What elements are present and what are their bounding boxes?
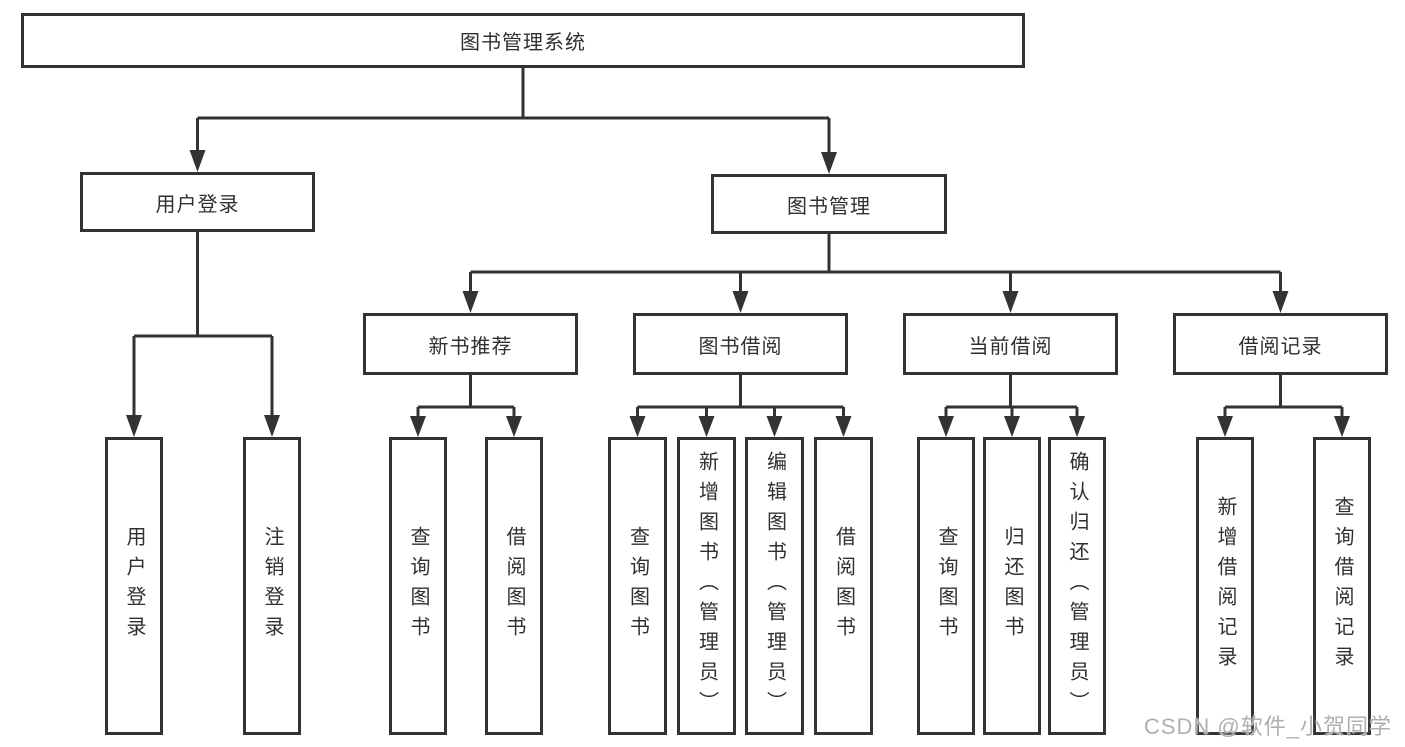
node-label: 查询借阅记录	[1331, 496, 1353, 676]
arrowhead-icon	[1217, 416, 1233, 437]
node-borrow-books-recommend: 借阅图书	[485, 437, 543, 735]
node-label: 查询图书	[626, 526, 649, 646]
node-book-borrowing: 图书借阅	[633, 313, 848, 375]
node-label: 归还图书	[1001, 526, 1023, 646]
node-label: 用户登录	[155, 193, 240, 216]
node-logout-leaf: 注销登录	[243, 437, 301, 735]
arrowhead-icon	[835, 416, 852, 437]
node-new-book-recommendation: 新书推荐	[363, 313, 578, 375]
node-borrowing-records: 借阅记录	[1173, 313, 1388, 375]
arrowhead-icon	[1272, 291, 1289, 313]
node-query-books-borrow: 查询图书	[608, 437, 667, 735]
node-label: 新书推荐	[428, 335, 513, 358]
arrowhead-icon	[462, 291, 479, 313]
node-user-login-leaf: 用户登录	[105, 437, 163, 735]
node-label: 借阅图书	[503, 526, 525, 646]
node-label: 借阅记录	[1238, 335, 1323, 358]
arrowhead-icon	[766, 416, 783, 437]
arrowheads	[126, 150, 1350, 437]
node-label: 查询图书	[935, 526, 957, 646]
arrowhead-icon	[698, 416, 715, 437]
arrowhead-icon	[1004, 416, 1020, 437]
node-query-books-current: 查询图书	[917, 437, 975, 735]
node-current-borrowing: 当前借阅	[903, 313, 1118, 375]
node-query-borrow-record: 查询借阅记录	[1313, 437, 1371, 735]
arrowhead-icon	[821, 152, 837, 174]
node-label: 编辑图书（管理员）	[763, 451, 786, 721]
node-label: 新增借阅记录	[1214, 496, 1236, 676]
arrowhead-icon	[732, 291, 749, 313]
arrowhead-icon	[189, 150, 206, 172]
node-return-book: 归还图书	[983, 437, 1041, 735]
node-borrow-books-leaf: 借阅图书	[814, 437, 873, 735]
node-library-management-system: 图书管理系统	[21, 13, 1025, 68]
node-label: 查询图书	[407, 526, 429, 646]
node-user-login: 用户登录	[80, 172, 315, 232]
node-label: 当前借阅	[968, 335, 1053, 358]
arrowhead-icon	[1069, 416, 1085, 437]
node-edit-book-admin: 编辑图书（管理员）	[745, 437, 804, 735]
arrowhead-icon	[1334, 416, 1350, 437]
node-add-borrow-record: 新增借阅记录	[1196, 437, 1254, 735]
connector-lines	[132, 68, 1344, 417]
node-add-book-admin: 新增图书（管理员）	[677, 437, 736, 735]
arrowhead-icon	[938, 416, 954, 437]
node-label: 借阅图书	[832, 526, 855, 646]
node-label: 注销登录	[261, 526, 283, 646]
node-label: 新增图书（管理员）	[695, 451, 718, 721]
node-label: 用户登录	[123, 526, 145, 646]
node-label: 图书管理系统	[460, 32, 586, 54]
arrowhead-icon	[410, 416, 426, 437]
csdn-watermark: CSDN @软件_小贺同学	[1143, 714, 1392, 739]
node-label: 图书借阅	[698, 335, 783, 358]
arrowhead-icon	[506, 416, 522, 437]
node-query-books-recommend: 查询图书	[389, 437, 447, 735]
arrowhead-icon	[629, 416, 646, 437]
arrowhead-icon	[264, 415, 280, 437]
node-confirm-return-admin: 确认归还（管理员）	[1048, 437, 1106, 735]
arrowhead-icon	[126, 415, 142, 437]
node-label: 图书管理	[787, 195, 871, 218]
node-book-management: 图书管理	[711, 174, 947, 234]
arrowhead-icon	[1002, 291, 1019, 313]
node-label: 确认归还（管理员）	[1066, 451, 1088, 721]
